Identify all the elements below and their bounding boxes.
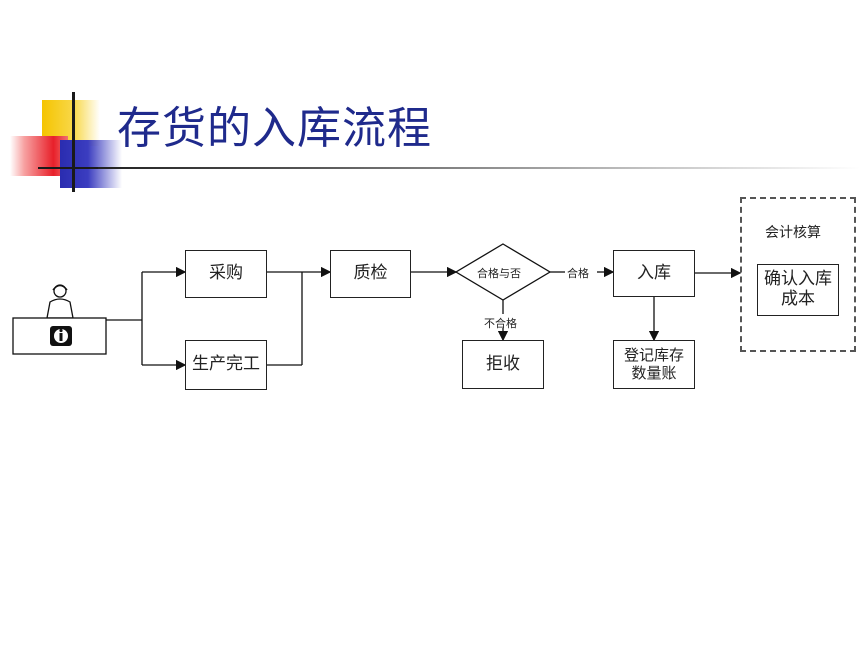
production-complete-node: 生产完工 <box>185 340 267 390</box>
inspection-node: 质检 <box>330 250 411 298</box>
header-rule <box>70 167 860 169</box>
pass-label: 合格 <box>567 267 589 280</box>
fail-label: 不合格 <box>484 317 517 330</box>
confirm-cost-node: 确认入库成本 <box>757 264 839 316</box>
header-rule-left <box>38 167 98 169</box>
inventory-ledger-node: 登记库存数量账 <box>613 340 695 389</box>
purchase-node: 采购 <box>185 250 267 298</box>
header-vertical-rule <box>72 92 75 192</box>
slide-title: 存货的入库流程 <box>117 103 432 154</box>
accounting-title: 会计核算 <box>765 225 821 241</box>
reject-node: 拒收 <box>462 340 544 389</box>
accounting-group <box>740 197 856 352</box>
person-at-desk-icon <box>12 284 107 355</box>
decision-label: 合格与否 <box>477 267 521 280</box>
warehouse-entry-node: 入库 <box>613 250 695 297</box>
header-decor-red <box>10 136 68 176</box>
header-decor-blue <box>60 140 122 188</box>
